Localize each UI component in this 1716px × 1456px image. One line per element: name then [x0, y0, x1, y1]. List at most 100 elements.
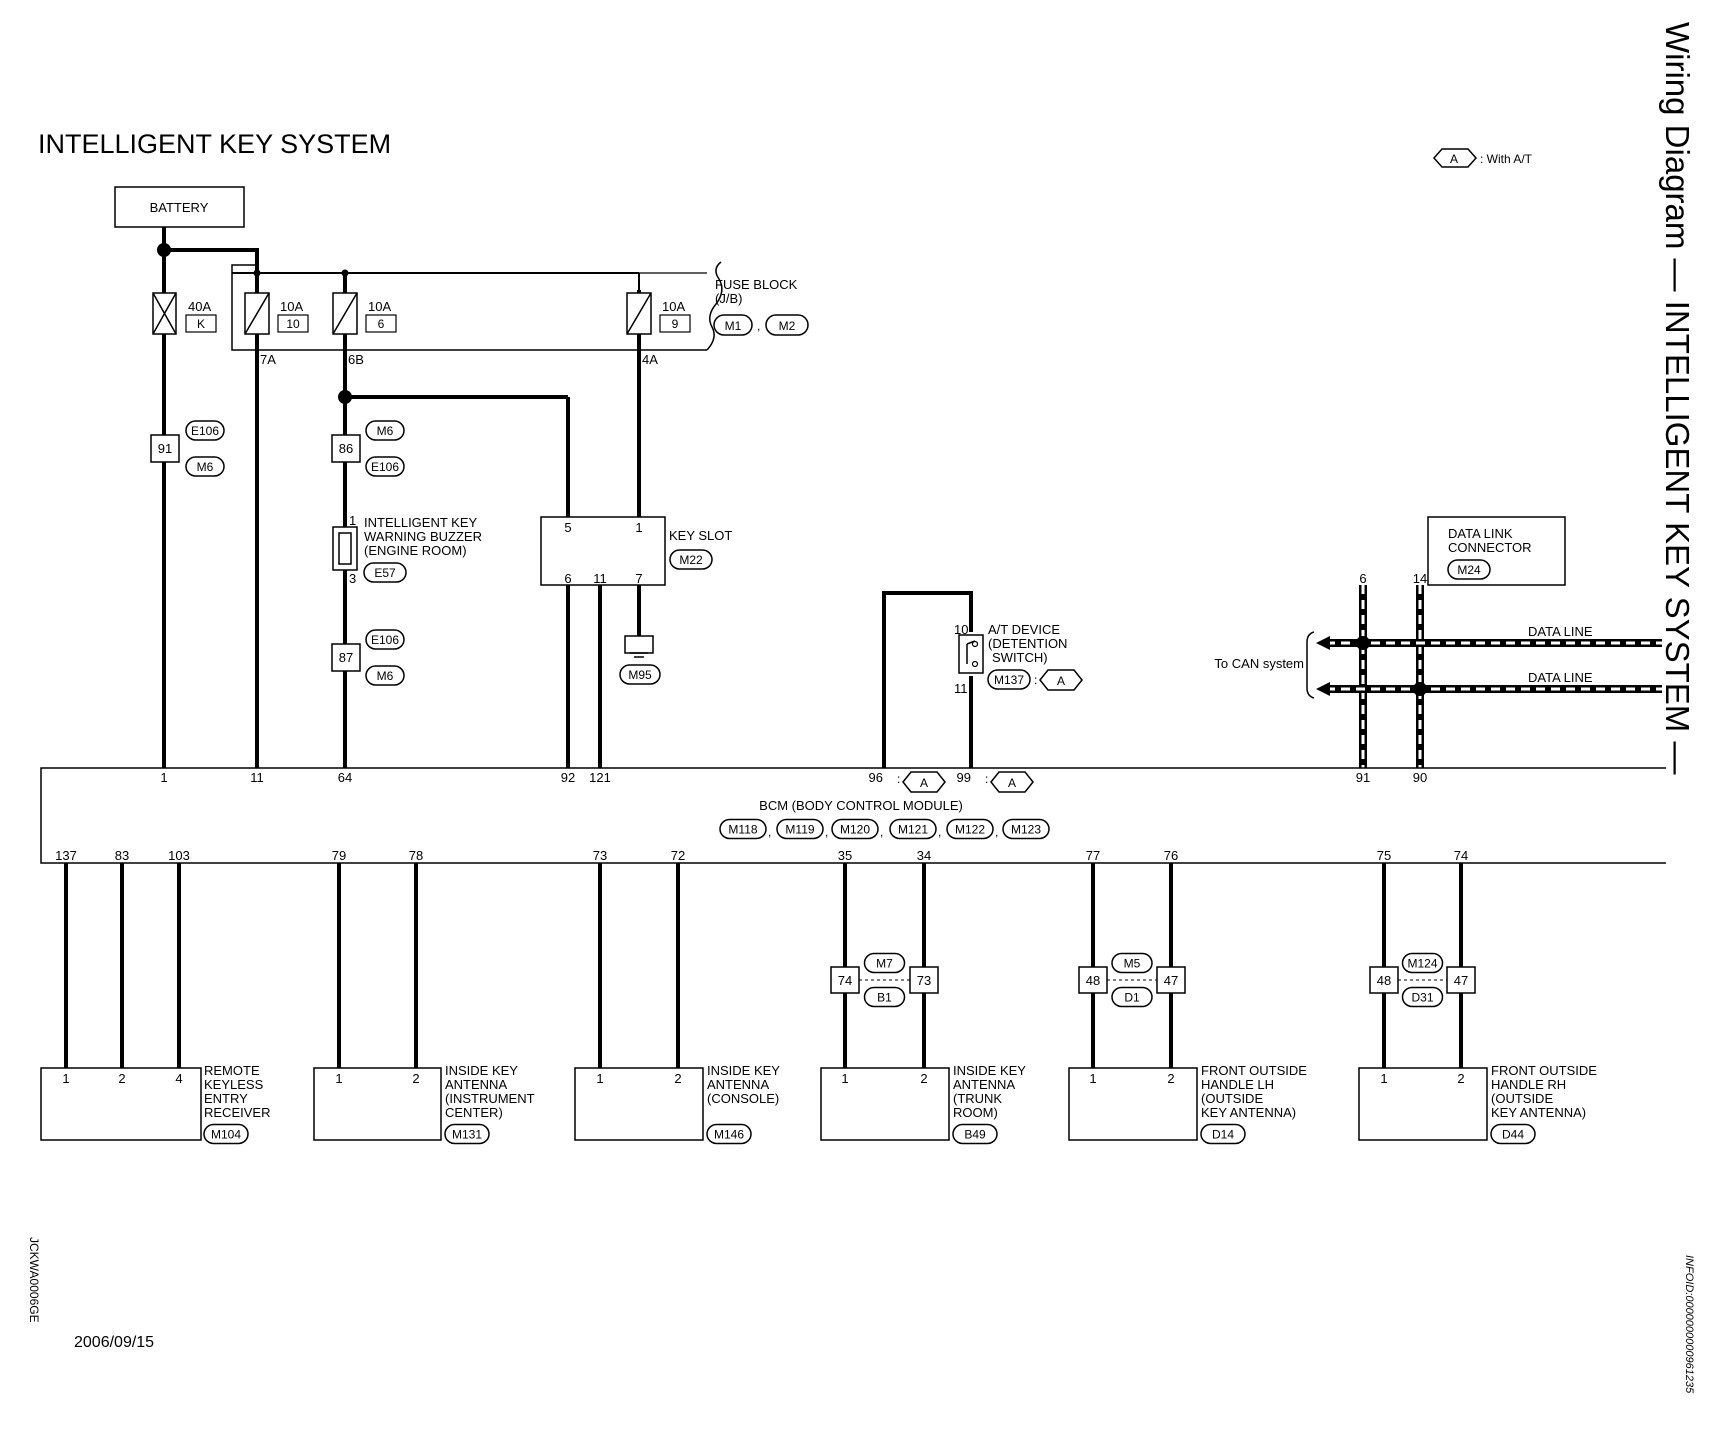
- bcm-connector-comma: ,: [880, 825, 883, 839]
- component-pin: 2: [1457, 1071, 1464, 1086]
- fuse-10a-9: 10A 9: [626, 292, 691, 335]
- key-slot-pin-5: 5: [564, 520, 571, 535]
- at-device: 10 11 A/T DEVICE (DETENTION SWITCH) M137…: [954, 622, 1083, 696]
- component-label: KEY ANTENNA): [1491, 1105, 1586, 1120]
- bcm-name: BCM (BODY CONTROL MODULE): [759, 798, 963, 813]
- warning-buzzer: 1 3 INTELLIGENT KEY WARNING BUZZER (ENGI…: [332, 513, 482, 586]
- splice-fuse-6: [338, 390, 352, 404]
- fuse-block: FUSE BLOCK (J/B) M1 , M2 7A 6B 4A: [231, 261, 809, 367]
- bcm-top-pin-11: 11: [250, 770, 264, 785]
- fuse-10-id: 10: [286, 317, 300, 331]
- key-slot-pin-7: 7: [635, 571, 642, 586]
- inline-bottom-conn: D1: [1124, 991, 1140, 1005]
- fuse-10a-10: 10A 10: [244, 292, 309, 335]
- inline-91-b: M6: [197, 460, 214, 474]
- dlc-label-2: CONNECTOR: [1448, 540, 1532, 555]
- component-label: FRONT OUTSIDE: [1491, 1063, 1597, 1078]
- component-label: ROOM): [953, 1105, 998, 1120]
- component-label: CENTER): [445, 1105, 503, 1120]
- component-pin: 1: [62, 1071, 69, 1086]
- at-conn: M137: [994, 673, 1024, 687]
- bcm-top-pin-1: 1: [160, 770, 167, 785]
- inline-bottom-conn: B1: [877, 991, 892, 1005]
- fuse-10a-6: 10A 6: [332, 292, 397, 335]
- component-label: KEY ANTENNA): [1201, 1105, 1296, 1120]
- component-label: INSIDE KEY: [953, 1063, 1026, 1078]
- component-pin: 1: [596, 1071, 603, 1086]
- key-slot: 5 1 6 11 7 KEY SLOT M22: [540, 516, 732, 586]
- component-conn: M104: [211, 1128, 241, 1142]
- bcm-connector-M123: M123: [1011, 823, 1041, 837]
- inline-left-pin: 74: [838, 973, 852, 988]
- inline-top-conn: M124: [1407, 957, 1437, 971]
- component-pin: 1: [335, 1071, 342, 1086]
- bcm-tag-99: A: [1008, 776, 1016, 790]
- inline-connector-86: 86 M6 E106: [331, 420, 405, 477]
- doc-code-left: JCKWA0006GE: [27, 1237, 41, 1323]
- component-pin: 2: [412, 1071, 419, 1086]
- legend-text: : With A/T: [1480, 152, 1533, 166]
- inline-86-b: E106: [371, 460, 399, 474]
- inline-top-conn: M7: [876, 957, 893, 971]
- fuse-9-rating: 10A: [662, 299, 685, 314]
- component-label: ANTENNA: [445, 1077, 507, 1092]
- component-pin: 1: [1380, 1071, 1387, 1086]
- component-label: RECEIVER: [204, 1105, 270, 1120]
- inline-86-pin: 86: [339, 441, 353, 456]
- data-link-connector: 6 14 DATA LINK CONNECTOR M24: [1359, 516, 1566, 586]
- at-tag: A: [1057, 674, 1065, 688]
- buzzer-label-2: WARNING BUZZER: [364, 529, 482, 544]
- bcm-bottom-pin-103: 103: [168, 848, 190, 863]
- terminal-7a: 7A: [260, 352, 276, 367]
- bcm-connector-M122: M122: [955, 823, 985, 837]
- buzzer-label-1: INTELLIGENT KEY: [364, 515, 478, 530]
- fuse-block-conn-1: M1: [725, 319, 742, 333]
- dlc-pin-14: 14: [1413, 571, 1427, 586]
- key-slot-pin-11: 11: [593, 571, 607, 586]
- inline-left-pin: 48: [1377, 973, 1391, 988]
- lower-wires: [64, 863, 1463, 1068]
- bcm-top-pin-96: 96: [869, 770, 883, 785]
- inline-top-conn: M5: [1124, 957, 1141, 971]
- buzzer-pin-top: 1: [349, 513, 356, 528]
- bcm-connector-comma: ,: [938, 825, 941, 839]
- bcm-connector-comma: ,: [768, 825, 771, 839]
- component-label: KEYLESS: [204, 1077, 264, 1092]
- bcm-bottom-pin-73: 73: [593, 848, 607, 863]
- inline-bottom-conn: D31: [1411, 991, 1433, 1005]
- key-slot-pin-6: 6: [564, 571, 571, 586]
- bcm-bottom-pin-78: 78: [409, 848, 423, 863]
- key-slot-name: KEY SLOT: [669, 528, 732, 543]
- component-label: ENTRY: [204, 1091, 248, 1106]
- fuse-9-id: 9: [672, 317, 679, 331]
- component-pin: 2: [674, 1071, 681, 1086]
- component-label: (INSTRUMENT: [445, 1091, 535, 1106]
- dlc-label-1: DATA LINK: [1448, 526, 1513, 541]
- bcm-tag-colon-96: :: [897, 772, 900, 786]
- bcm-bottom-pin-74: 74: [1454, 848, 1468, 863]
- component-conn: B49: [964, 1128, 986, 1142]
- at-label-2: (DETENTION: [988, 636, 1067, 651]
- component-label: (OUTSIDE: [1491, 1091, 1553, 1106]
- fuse-10-rating: 10A: [280, 299, 303, 314]
- fuse-6-rating: 10A: [368, 299, 391, 314]
- component-conn: M131: [452, 1128, 482, 1142]
- bcm-bottom-pin-77: 77: [1086, 848, 1100, 863]
- bcm-tag-colon-99: :: [985, 772, 988, 786]
- component-pin: 1: [841, 1071, 848, 1086]
- at-pin-top: 10: [954, 622, 968, 637]
- bcm-bottom-pin-83: 83: [115, 848, 129, 863]
- component-pin: 2: [1167, 1071, 1174, 1086]
- fuse-block-name: FUSE BLOCK: [715, 277, 798, 292]
- component-label: ANTENNA: [707, 1077, 769, 1092]
- bcm-connector-comma: ,: [825, 825, 828, 839]
- buzzer-pin-bottom: 3: [349, 571, 356, 586]
- component-conn: M146: [714, 1128, 744, 1142]
